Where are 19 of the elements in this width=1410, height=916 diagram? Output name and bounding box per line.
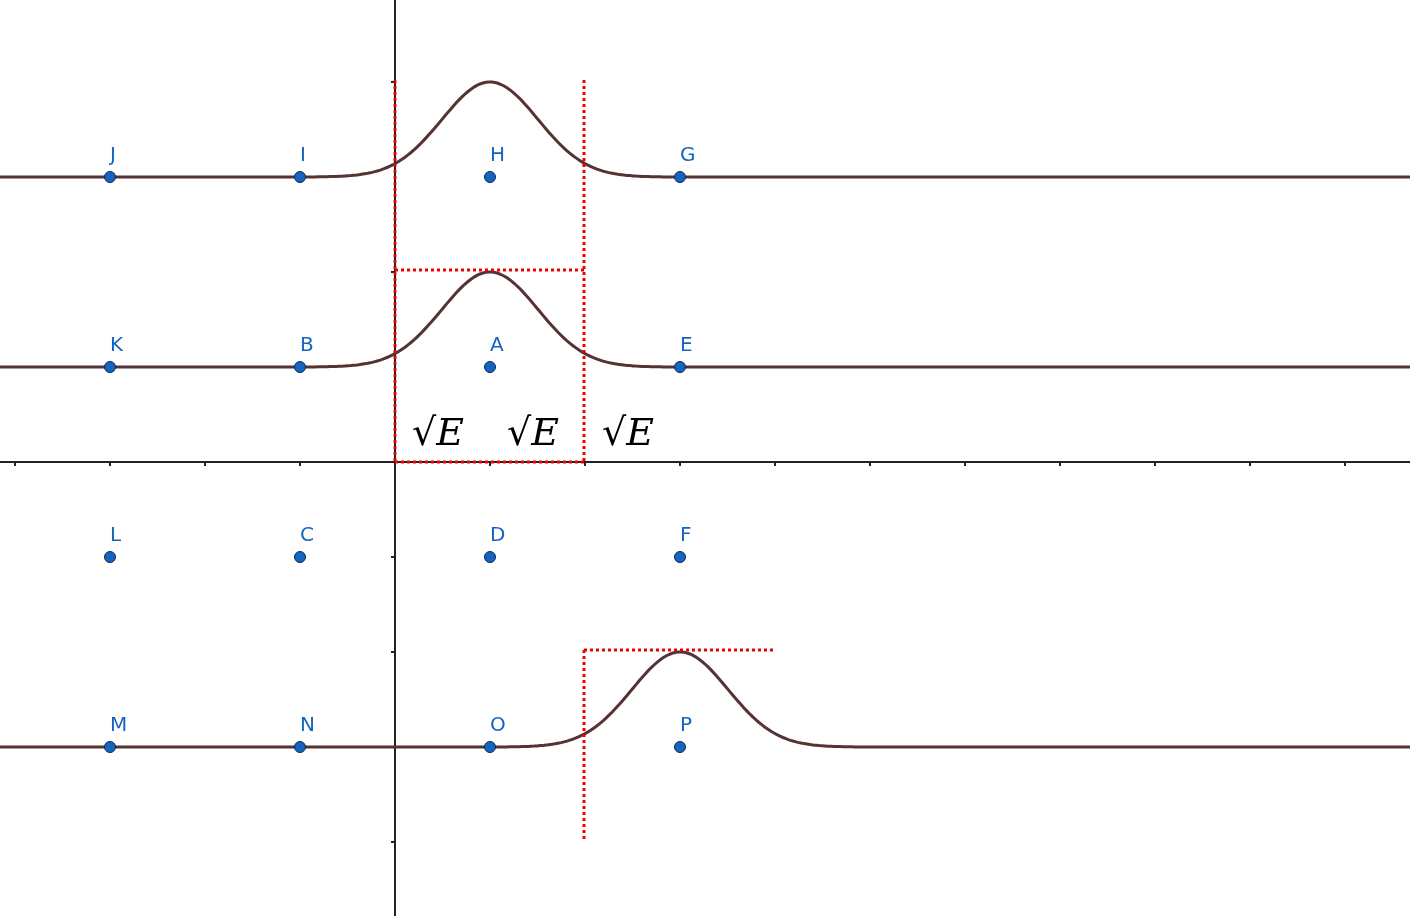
point-label: F <box>680 523 692 545</box>
math-label: √E <box>602 410 654 454</box>
point-label: K <box>110 333 124 355</box>
point-label: B <box>300 333 314 355</box>
point-label: M <box>110 713 128 735</box>
point-label: L <box>110 523 122 545</box>
point-label: J <box>110 143 116 165</box>
point-label: A <box>490 333 504 355</box>
point-label: P <box>680 713 693 735</box>
point-label: D <box>490 523 506 545</box>
point-label: C <box>300 523 314 545</box>
math-label: √E <box>412 410 464 454</box>
point-label: N <box>300 713 315 735</box>
point-label: E <box>680 333 693 355</box>
point-label: O <box>490 713 506 735</box>
point-label: H <box>490 143 506 165</box>
point-label: G <box>680 143 696 165</box>
math-label: √E <box>507 410 559 454</box>
point-label: I <box>300 143 306 165</box>
